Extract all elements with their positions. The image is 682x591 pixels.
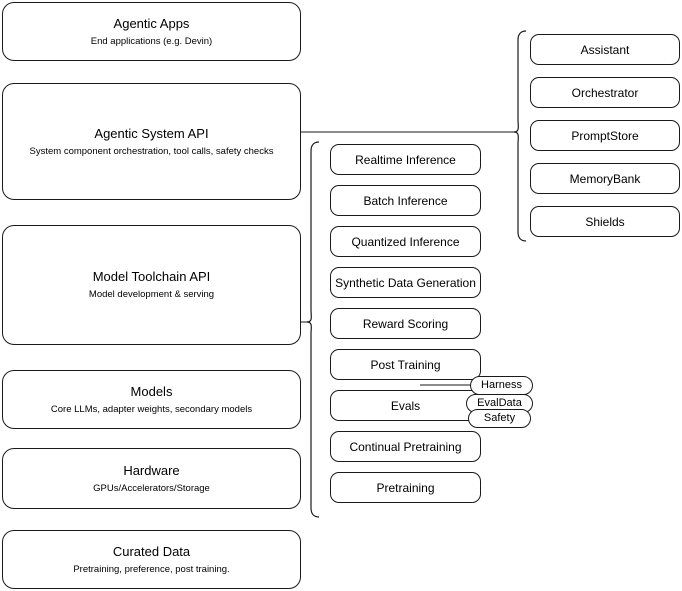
layer-subtitle: Pretraining, preference, post training. — [73, 563, 230, 575]
evals-subitem-label: Harness — [481, 379, 522, 391]
system-item-label: PromptStore — [571, 128, 639, 143]
system-item-memorybank[interactable]: MemoryBank — [530, 163, 680, 194]
toolchain-item-continual-pretraining[interactable]: Continual Pretraining — [330, 431, 481, 462]
toolchain-item-label: Batch Inference — [363, 193, 448, 208]
layer-card-hardware[interactable]: Hardware GPUs/Accelerators/Storage — [2, 448, 301, 509]
toolchain-item-batch-inference[interactable]: Batch Inference — [330, 185, 481, 216]
layer-title: Curated Data — [112, 543, 191, 559]
toolchain-item-pretraining[interactable]: Pretraining — [330, 472, 481, 503]
layer-card-curated-data[interactable]: Curated Data Pretraining, preference, po… — [2, 530, 301, 589]
toolchain-item-evals[interactable]: Evals — [330, 390, 481, 421]
toolchain-item-label: Realtime Inference — [355, 152, 456, 167]
toolchain-item-reward-scoring[interactable]: Reward Scoring — [330, 308, 481, 339]
system-item-label: MemoryBank — [569, 171, 641, 186]
evals-subitem-label: EvalData — [477, 397, 522, 409]
system-item-promptstore[interactable]: PromptStore — [530, 120, 680, 151]
layer-title: Agentic Apps — [113, 15, 190, 31]
layer-subtitle: Model development & serving — [88, 289, 215, 300]
evals-subitem-evaldata[interactable]: EvalData — [466, 394, 533, 413]
layer-subtitle: Core LLMs, adapter weights, secondary mo… — [50, 403, 253, 415]
layer-card-model-toolchain-api[interactable]: Model Toolchain API Model development & … — [2, 225, 301, 345]
layer-title: Hardware — [123, 462, 180, 478]
toolchain-item-label: Evals — [390, 398, 421, 413]
system-item-orchestrator[interactable]: Orchestrator — [530, 77, 680, 108]
evals-subitem-safety[interactable]: Safety — [468, 409, 531, 428]
evals-subitem-harness[interactable]: Harness — [470, 376, 533, 395]
toolchain-item-label: Continual Pretraining — [349, 439, 462, 454]
toolchain-item-synthetic-data-generation[interactable]: Synthetic Data Generation — [330, 267, 481, 298]
toolchain-item-label: Quantized Inference — [351, 234, 460, 249]
toolchain-item-label: Synthetic Data Generation — [335, 275, 476, 290]
layer-card-models[interactable]: Models Core LLMs, adapter weights, secon… — [2, 370, 301, 429]
layer-subtitle: GPUs/Accelerators/Storage — [93, 482, 210, 494]
layer-subtitle: End applications (e.g. Devin) — [90, 35, 213, 47]
system-item-label: Assistant — [580, 42, 630, 57]
system-item-assistant[interactable]: Assistant — [530, 34, 680, 65]
layer-card-agentic-apps[interactable]: Agentic Apps End applications (e.g. Devi… — [2, 2, 301, 61]
layer-title: Agentic System API — [94, 125, 209, 141]
toolchain-item-label: Post Training — [370, 357, 441, 372]
toolchain-item-realtime-inference[interactable]: Realtime Inference — [330, 144, 481, 175]
layer-title: Models — [130, 383, 173, 399]
toolchain-item-post-training[interactable]: Post Training — [330, 349, 481, 380]
layer-card-agentic-system-api[interactable]: Agentic System API System component orch… — [2, 83, 301, 200]
toolchain-item-label: Pretraining — [376, 480, 435, 495]
system-item-shields[interactable]: Shields — [530, 206, 680, 237]
layer-title: Model Toolchain API — [92, 269, 211, 284]
toolchain-item-label: Reward Scoring — [362, 316, 449, 331]
system-item-label: Orchestrator — [571, 85, 639, 100]
system-item-label: Shields — [585, 214, 625, 229]
toolchain-item-quantized-inference[interactable]: Quantized Inference — [330, 226, 481, 257]
layer-subtitle: System component orchestration, tool cal… — [29, 145, 274, 157]
evals-subitem-label: Safety — [483, 412, 516, 424]
